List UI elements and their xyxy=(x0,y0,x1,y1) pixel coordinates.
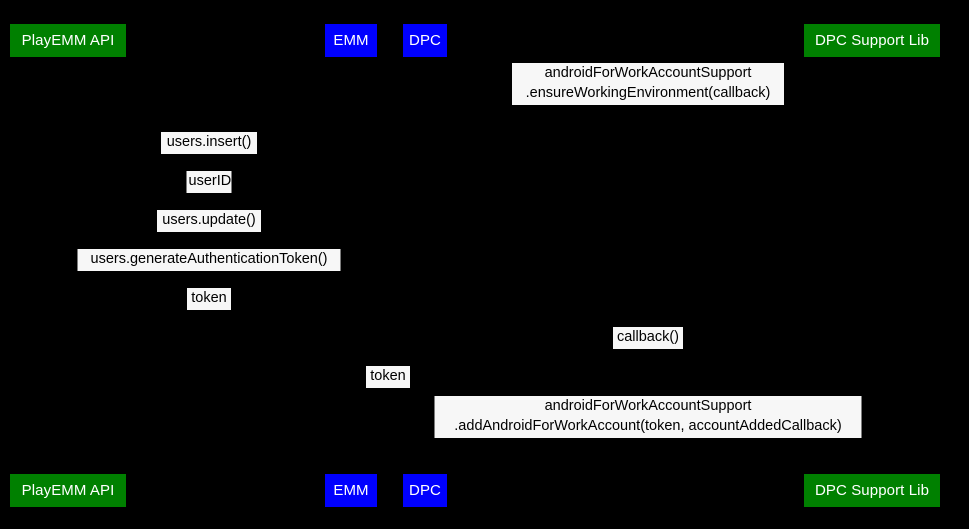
message-label-line: androidForWorkAccountSupport xyxy=(544,65,752,81)
participant-dpc-support-lib-bottom: DPC Support Lib xyxy=(804,474,940,507)
participant-label: DPC xyxy=(409,32,441,49)
participant-playemm-api: PlayEMM API xyxy=(10,24,126,57)
message-label-users-generate-authentication-token: users.generateAuthenticationToken() xyxy=(77,249,341,271)
message-label-add-android-for-work-account: androidForWorkAccountSupport .addAndroidF… xyxy=(434,396,862,438)
message-label-line: token xyxy=(191,290,227,306)
message-label-line: userID xyxy=(188,173,232,189)
participant-dpc-support-lib: DPC Support Lib xyxy=(804,24,940,57)
message-label-line: users.update() xyxy=(162,212,256,228)
message-label-line: .ensureWorkingEnvironment(callback) xyxy=(525,84,771,101)
participant-label: DPC Support Lib xyxy=(814,482,930,499)
participant-dpc: DPC xyxy=(403,24,447,57)
participant-label: PlayEMM API xyxy=(21,482,115,499)
message-label-ensure-working-environment: androidForWorkAccountSupport .ensureWorki… xyxy=(512,63,784,105)
message-label-line: .addAndroidForWorkAccount(token, account… xyxy=(454,417,842,434)
message-label-line: users.insert() xyxy=(166,134,252,150)
participant-label: DPC xyxy=(409,482,441,499)
participant-dpc-bottom: DPC xyxy=(403,474,447,507)
message-label-line: callback() xyxy=(616,329,680,345)
participant-emm-bottom: EMM xyxy=(325,474,377,507)
message-label-callback: callback() xyxy=(613,327,683,349)
message-label-line: token xyxy=(370,368,406,384)
message-label-line: users.generateAuthenticationToken() xyxy=(90,251,328,267)
message-label-users-insert: users.insert() xyxy=(161,132,257,154)
message-label-token-to-dpc: token xyxy=(366,366,410,388)
participant-label: PlayEMM API xyxy=(21,32,115,49)
message-label-line: androidForWorkAccountSupport xyxy=(544,398,752,414)
message-label-users-update: users.update() xyxy=(157,210,261,232)
participant-label: DPC Support Lib xyxy=(814,32,930,49)
participant-emm: EMM xyxy=(325,24,377,57)
message-label-user-id: userID xyxy=(186,171,232,193)
participant-label: EMM xyxy=(333,32,369,49)
participant-label: EMM xyxy=(333,482,369,499)
message-label-token-to-emm: token xyxy=(187,288,231,310)
participant-playemm-api-bottom: PlayEMM API xyxy=(10,474,126,507)
